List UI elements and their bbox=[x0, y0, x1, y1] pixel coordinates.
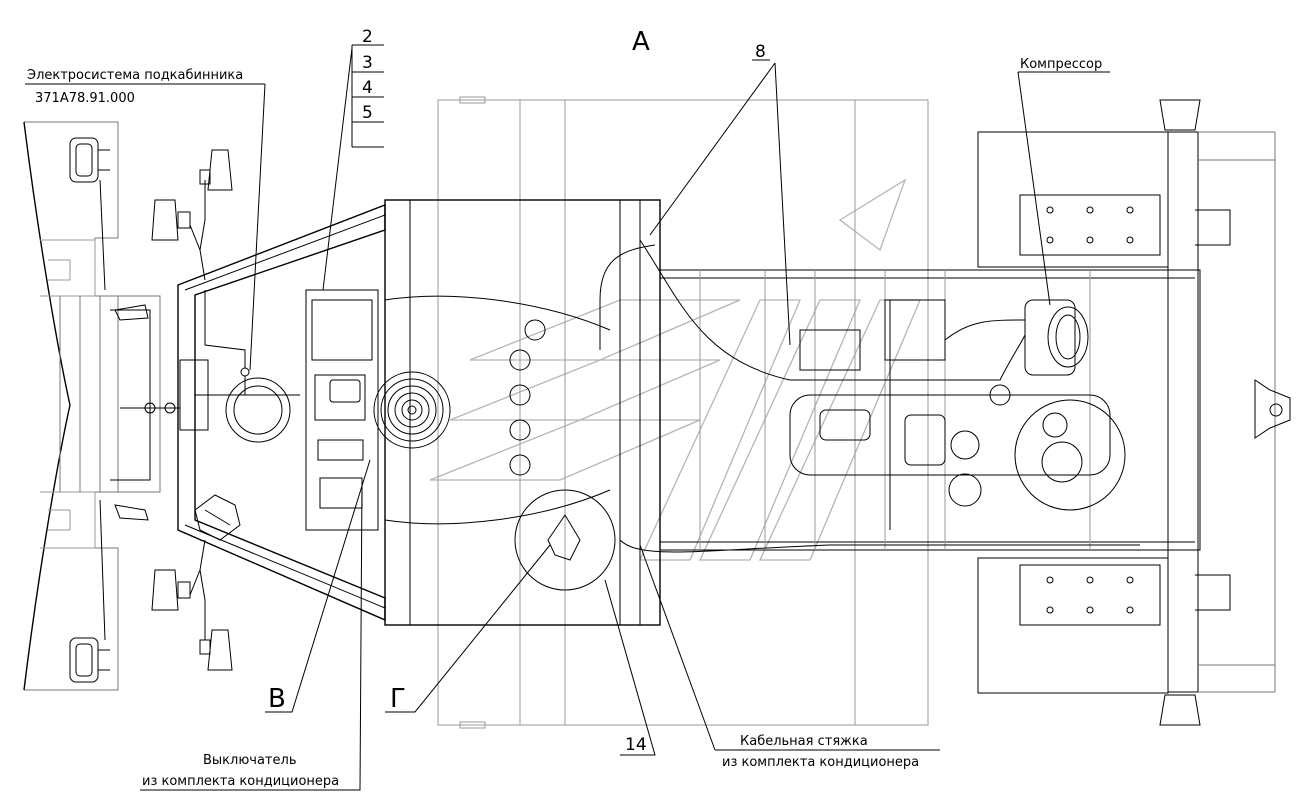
callout-5: 5 bbox=[362, 103, 373, 123]
callout-4: 4 bbox=[362, 78, 373, 98]
lamp-wiring-left bbox=[99, 179, 206, 641]
callout-8: 8 bbox=[755, 42, 766, 62]
engine-block bbox=[789, 384, 1111, 507]
chassis-frame bbox=[659, 269, 1201, 551]
battery-box-top bbox=[977, 131, 1169, 268]
view-letter-a: А bbox=[632, 27, 650, 57]
headlamp-top-left bbox=[69, 137, 110, 183]
rear-frame-plate bbox=[437, 96, 929, 729]
work-lamp-3 bbox=[151, 569, 191, 611]
tie-label-line1: Кабельная стяжка bbox=[740, 734, 868, 749]
rear-hitch bbox=[1254, 379, 1291, 439]
pressure-switch bbox=[204, 290, 291, 443]
rear-counterweight bbox=[1159, 99, 1276, 726]
subcab-number: 371А78.91.000 bbox=[35, 91, 135, 106]
headlamp-bottom-left bbox=[69, 637, 110, 683]
switch-label-line2: из комплекта кондиционера bbox=[142, 774, 339, 789]
leader-lines bbox=[25, 44, 1110, 791]
wiper-arm-left bbox=[114, 304, 149, 521]
engine-cylinders bbox=[509, 319, 546, 476]
air-conditioner-unit bbox=[305, 289, 379, 531]
flywheel bbox=[1014, 399, 1126, 511]
front-bumper bbox=[23, 121, 161, 691]
condenser-circle bbox=[514, 489, 616, 591]
ac-hoses bbox=[599, 239, 1140, 553]
switch-label-line1: Выключатель bbox=[203, 753, 296, 768]
subcab-title: Электросистема подкабинника bbox=[27, 68, 243, 83]
condenser-fan bbox=[373, 371, 451, 449]
mirror-lower-left bbox=[194, 494, 241, 541]
callout-3: 3 bbox=[362, 53, 373, 73]
compressor-label: Компрессор bbox=[1020, 57, 1102, 72]
callout-14: 14 bbox=[625, 735, 647, 755]
work-lamp-1 bbox=[151, 199, 191, 241]
compressor-body bbox=[1024, 299, 1089, 376]
engine-hood bbox=[384, 199, 661, 626]
callout-2: 2 bbox=[362, 27, 373, 47]
battery-box-bottom bbox=[977, 557, 1169, 694]
callout-g: Г bbox=[390, 684, 406, 714]
tie-label-line2: из комплекта кондиционера bbox=[722, 755, 919, 770]
callout-v: В bbox=[268, 684, 286, 714]
